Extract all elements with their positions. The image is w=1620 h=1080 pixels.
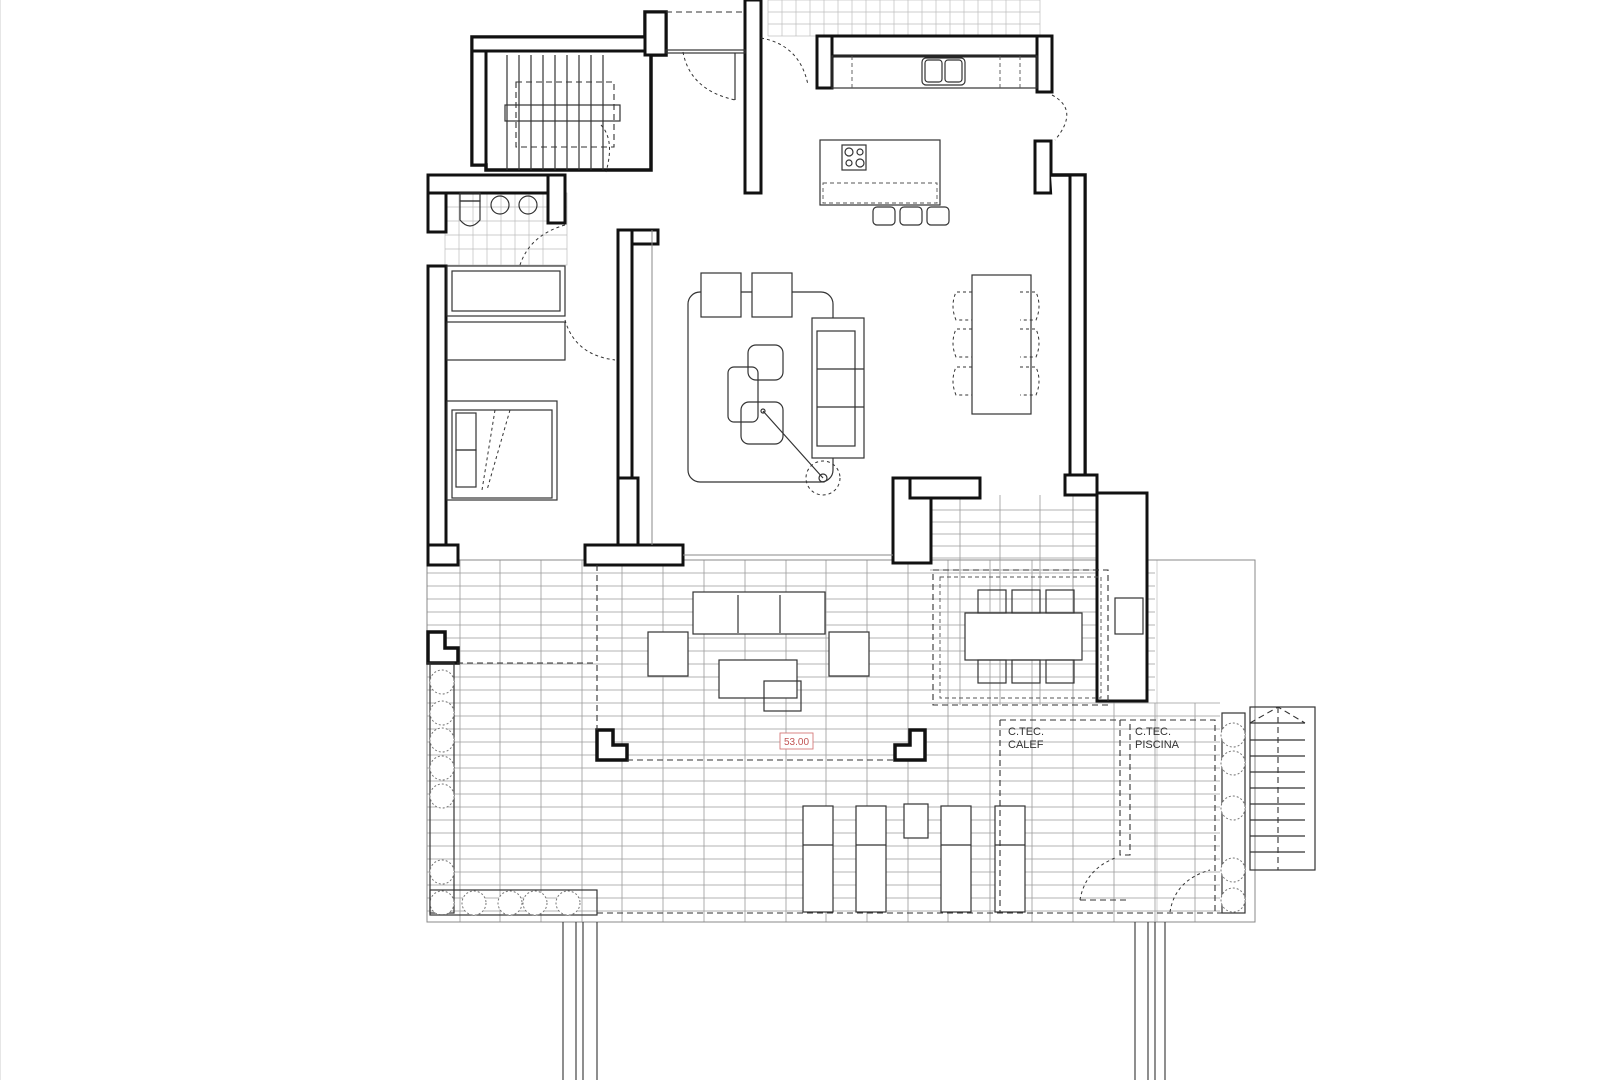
sun-loungers [802,803,1026,913]
dining-chairs [952,291,1040,396]
cooktop-icon [841,144,867,171]
staircase [504,55,621,173]
armchairs [700,272,793,318]
entrance-door [665,11,746,101]
bar-stools [872,206,950,226]
sofa-icon [811,317,865,459]
outdoor-lounge [647,591,870,712]
living-room [687,272,865,496]
planter-right [1220,712,1246,914]
support-columns [562,922,1166,1080]
bedroom [446,319,616,501]
planter-left [429,662,455,916]
dining-table [952,274,1040,415]
tech-room-heating-label-2: CALEF [1008,739,1044,751]
bed-icon [446,400,558,501]
floor-lamp-icon [760,408,841,496]
porch-deck [930,495,1115,705]
area-value: 53.00 [784,737,809,748]
kitchen [760,37,1068,226]
bathroom [459,192,566,266]
planter-bottom [429,889,598,916]
tech-rooms [999,719,1216,913]
outdoor-stair [1249,706,1316,871]
porch-dining [932,569,1109,706]
tech-room-pool-label-2: PISCINA [1135,739,1180,751]
coffee-tables [727,344,784,445]
sink-icon [921,57,966,86]
kitchen-tiles [767,0,1041,37]
tech-room-heating-label-1: C.TEC. [1008,726,1044,738]
area-tag: 53.00 [779,732,814,750]
tech-room-pool-label-1: C.TEC. [1135,726,1171,738]
